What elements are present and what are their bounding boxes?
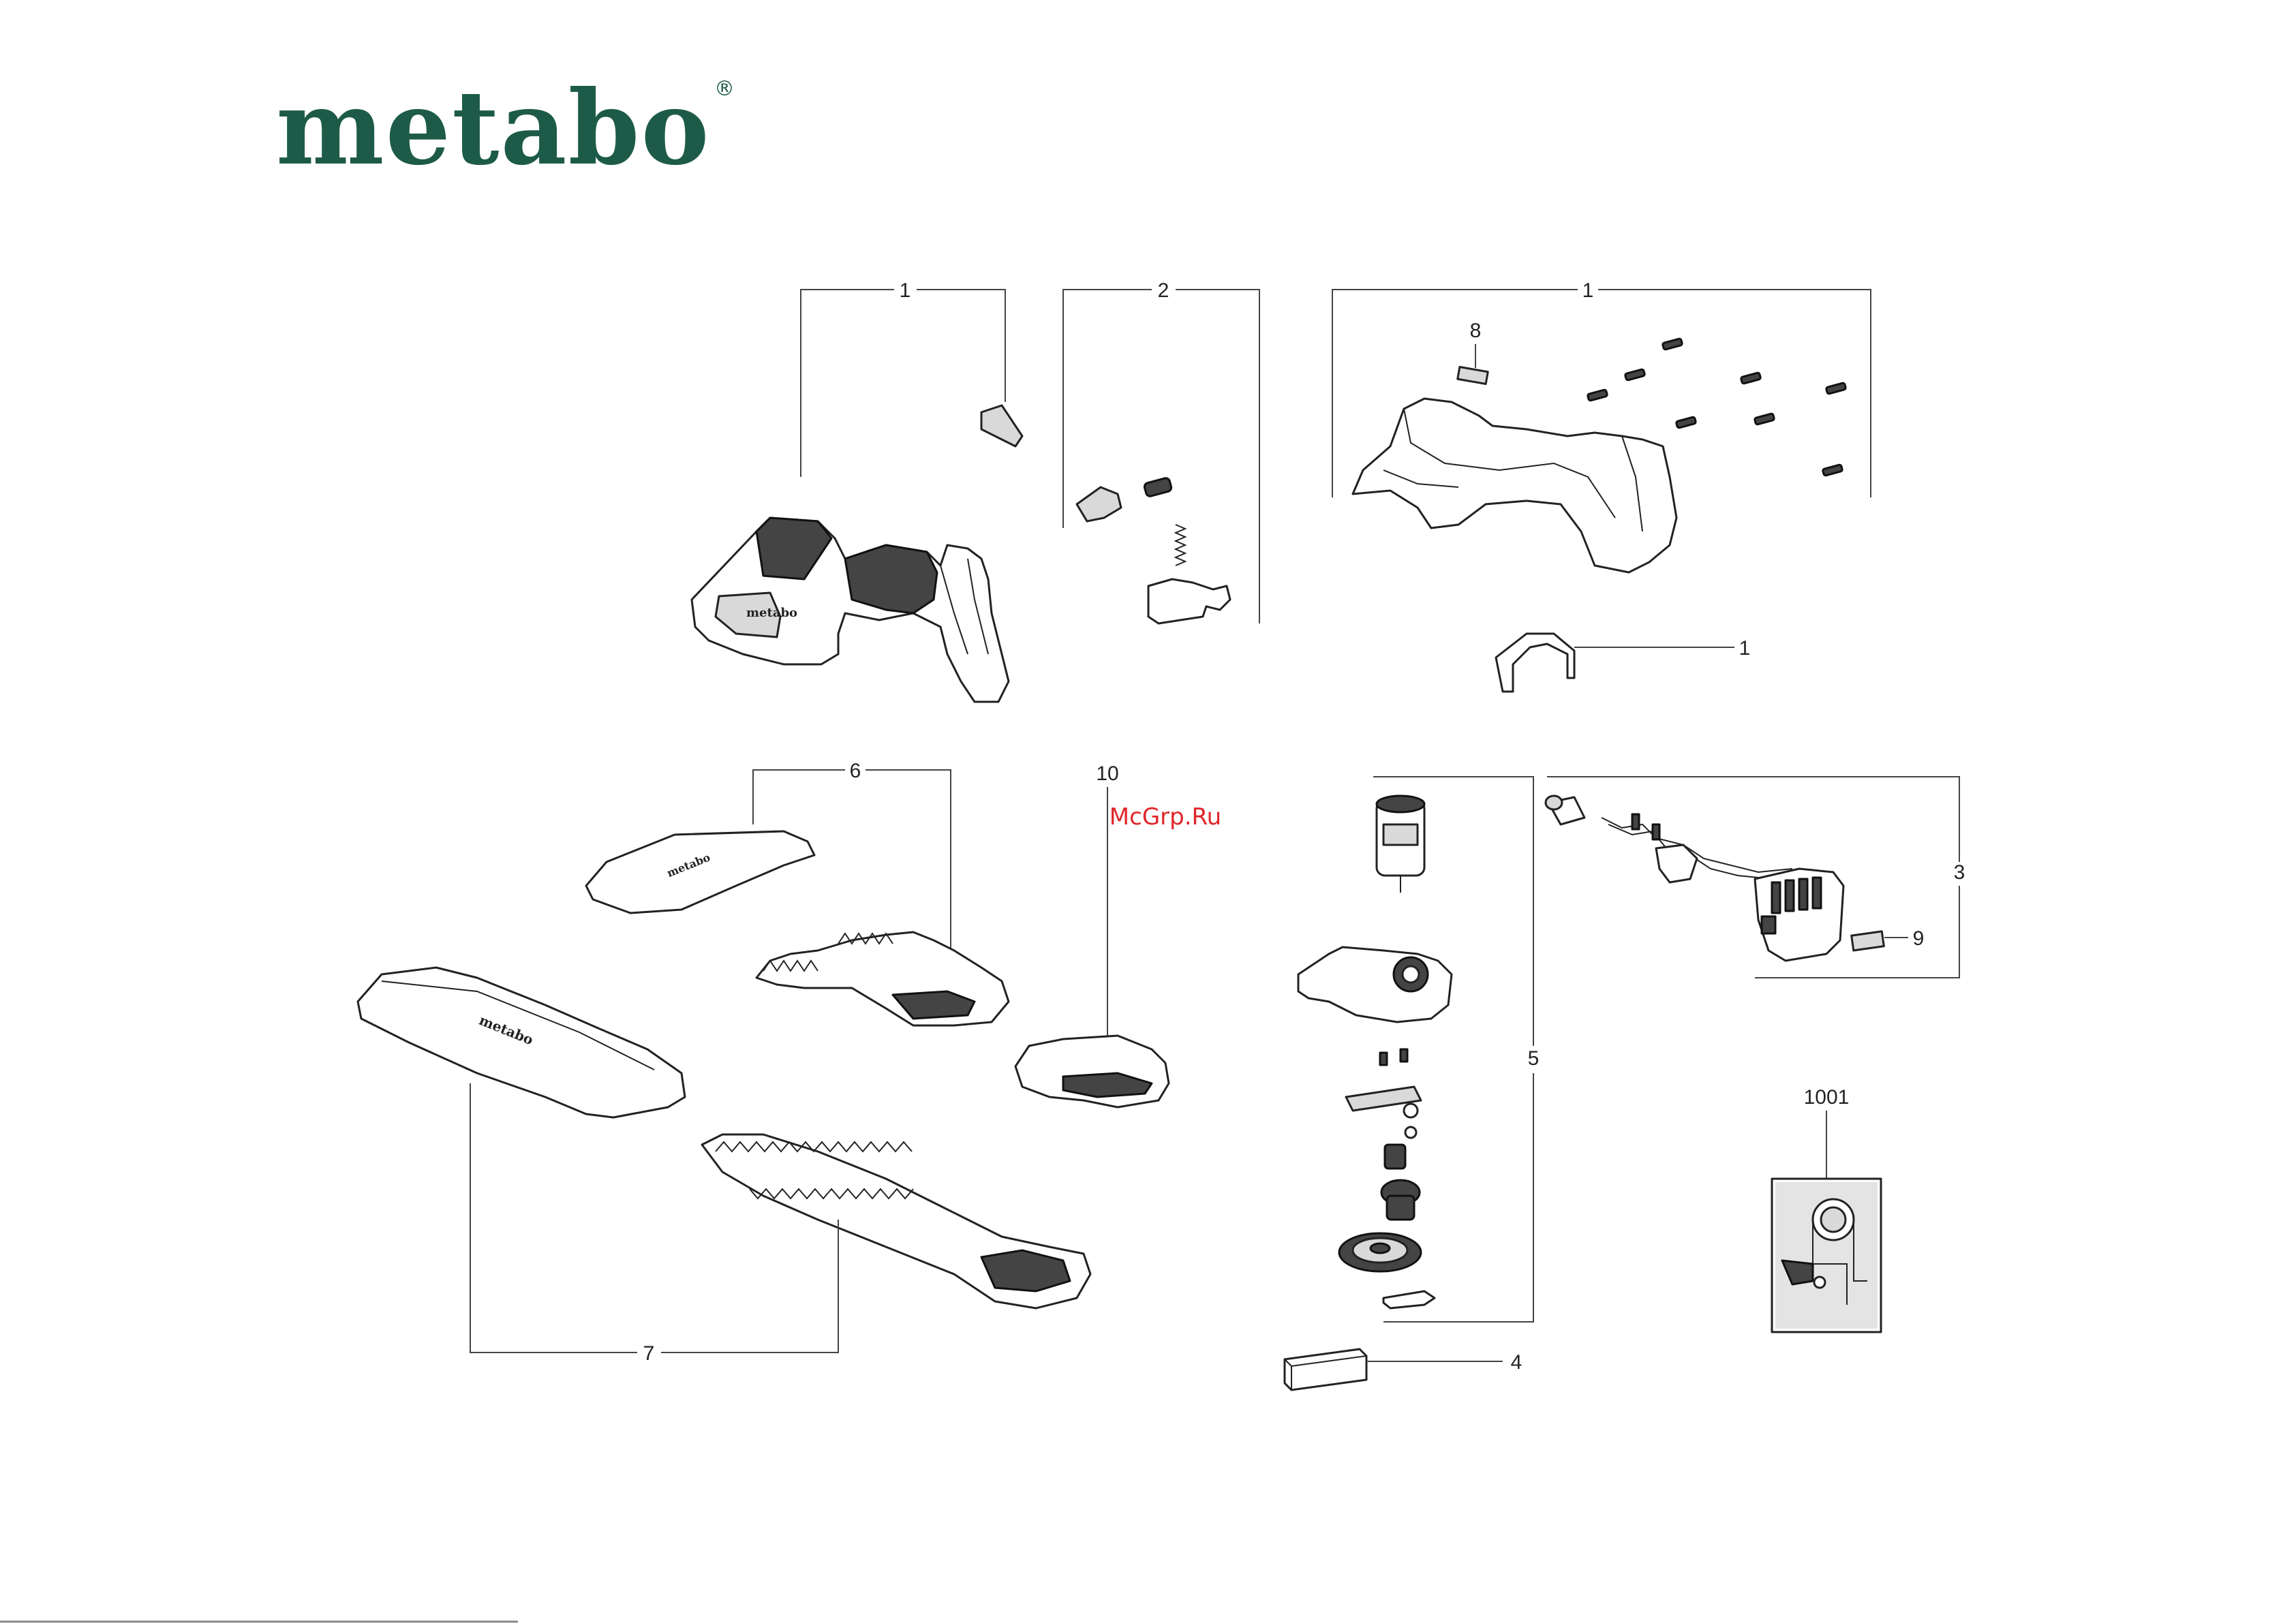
item-1001-label-sheet: 1001 bbox=[1772, 1086, 1881, 1332]
group-6-grass-shear: 6 metabo bbox=[586, 760, 1009, 1025]
group-1-housing-left: 1 metabo bbox=[692, 279, 1022, 702]
shear-blade bbox=[756, 932, 1009, 1025]
wiring bbox=[1602, 818, 1792, 872]
washer bbox=[1405, 1127, 1416, 1138]
large-gear bbox=[1339, 1233, 1421, 1271]
battery-contact-block bbox=[1755, 869, 1843, 961]
housing-brand-text: metabo bbox=[746, 606, 797, 620]
shear-cover bbox=[586, 831, 814, 913]
spring-small bbox=[1144, 477, 1172, 497]
cylinder-part bbox=[1546, 796, 1585, 824]
label-4: 4 bbox=[1511, 1351, 1522, 1374]
label-1-top-left: 1 bbox=[900, 279, 911, 302]
group-5-gearbox: 5 bbox=[1298, 777, 1539, 1322]
label-9: 9 bbox=[1913, 927, 1925, 950]
label-plate-8 bbox=[1458, 367, 1488, 384]
watermark: McGrp.Ru bbox=[1109, 803, 1221, 831]
eccentric-link bbox=[1383, 1291, 1435, 1308]
switch-button bbox=[1148, 579, 1230, 623]
small-screw bbox=[1380, 1053, 1387, 1065]
label-1-bracket: 1 bbox=[1739, 637, 1751, 660]
label-10: 10 bbox=[1096, 762, 1118, 785]
label-8: 8 bbox=[1470, 320, 1482, 342]
label-2: 2 bbox=[1158, 279, 1169, 302]
group-1-housing-right: 1 8 1 bbox=[1332, 279, 1871, 692]
label-3: 3 bbox=[1954, 861, 1965, 884]
label-1001: 1001 bbox=[1804, 1086, 1850, 1109]
label-7: 7 bbox=[643, 1342, 655, 1365]
item-4-block: 4 bbox=[1285, 1349, 1522, 1390]
label-5: 5 bbox=[1528, 1047, 1540, 1070]
spring-long bbox=[1176, 525, 1185, 566]
intermediate-gear bbox=[1381, 1180, 1420, 1220]
metabo-logo: metabo ® bbox=[276, 68, 735, 188]
group-2-switch-parts: 2 bbox=[1063, 279, 1259, 623]
label-6: 6 bbox=[850, 760, 861, 782]
motor bbox=[1377, 796, 1424, 893]
group-7-hedge-trimmer: metabo 7 bbox=[358, 968, 1090, 1365]
pinion-gear bbox=[1385, 1145, 1405, 1169]
registered-mark: ® bbox=[714, 77, 735, 101]
bracket-part bbox=[1496, 634, 1574, 692]
lever-part bbox=[1077, 487, 1121, 521]
small-screw bbox=[1400, 1049, 1407, 1062]
washer bbox=[1404, 1104, 1418, 1117]
label-plate-9 bbox=[1852, 931, 1884, 950]
group-3-electronics: 3 9 bbox=[1546, 777, 1965, 978]
logo-text: metabo bbox=[276, 68, 711, 188]
housing-half-right bbox=[1353, 399, 1677, 572]
label-1-top-right: 1 bbox=[1582, 279, 1594, 302]
clip-part bbox=[981, 405, 1022, 446]
gear-housing bbox=[1298, 947, 1452, 1022]
housing-handle: metabo bbox=[692, 518, 1009, 702]
